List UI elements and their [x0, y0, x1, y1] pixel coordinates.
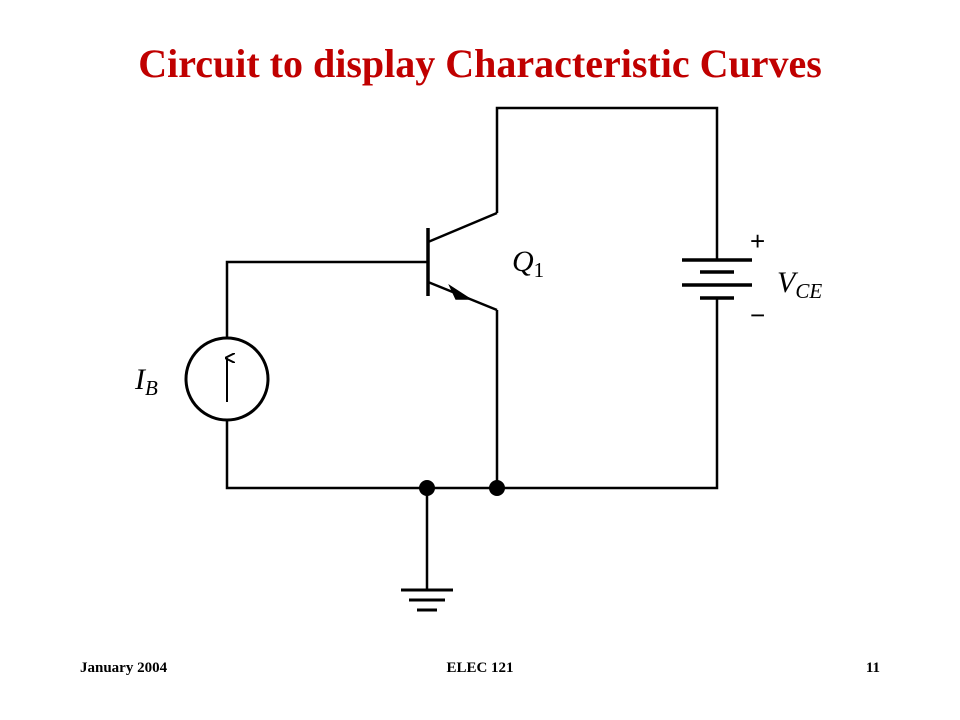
footer-course: ELEC 121 — [446, 660, 514, 676]
ground-icon — [401, 588, 453, 612]
supply-label: VCE — [777, 266, 822, 303]
junction-dot-ground — [419, 480, 435, 496]
current-source-icon — [184, 336, 270, 422]
junction-dot-emitter — [489, 480, 505, 496]
transistor-label-sub: 1 — [534, 258, 545, 282]
slide-title: Circuit to display Characteristic Curves — [138, 41, 822, 86]
base-wire — [225, 260, 428, 338]
source-label-sub: B — [145, 376, 158, 400]
battery-icon — [682, 258, 752, 300]
wires — [225, 106, 719, 590]
supply-label-sub: CE — [795, 279, 822, 303]
footer-page-number: 11 — [865, 660, 880, 676]
footer-date: January 2004 — [80, 660, 168, 676]
npn-transistor-icon — [426, 211, 498, 312]
transistor-label-main: Q — [512, 245, 534, 278]
source-label-main: I — [134, 363, 147, 396]
transistor-label: Q1 — [512, 245, 544, 282]
supply-label-main: V — [777, 266, 799, 299]
source-label: IB — [134, 363, 158, 400]
supply-return-wire — [225, 298, 719, 490]
transistor-collector-lead — [427, 211, 498, 244]
supply-minus-sign: − — [750, 300, 765, 330]
supply-plus-sign: + — [750, 226, 765, 256]
collector-wire — [495, 106, 719, 260]
emitter-arrow-icon — [448, 283, 473, 300]
